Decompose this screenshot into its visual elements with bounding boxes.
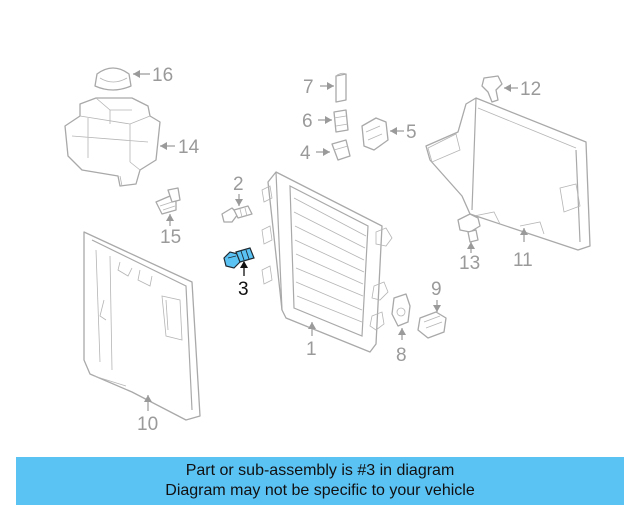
- callout-10: 10: [137, 395, 158, 435]
- callout-label-13: 13: [459, 253, 480, 274]
- callout-6: 6: [302, 111, 332, 132]
- callout-1: 1: [306, 322, 317, 360]
- callout-label-10: 10: [137, 414, 158, 435]
- callout-4: 4: [300, 143, 330, 164]
- callout-2: 2: [233, 174, 244, 206]
- part-2-bolt: [221, 205, 253, 223]
- callout-label-14: 14: [178, 137, 200, 158]
- callout-5: 5: [390, 122, 417, 143]
- part-9-mount: [417, 311, 447, 339]
- part-12-clip: [481, 75, 503, 103]
- part-5-mount-bracket: [361, 117, 389, 151]
- part-14-expansion-tank: [64, 97, 161, 187]
- callout-13: 13: [459, 242, 480, 274]
- part-7-pin: [335, 72, 347, 103]
- callout-11: 11: [513, 228, 533, 271]
- part-1-radiator: [261, 171, 393, 353]
- callout-8: 8: [396, 328, 407, 366]
- callout-12: 12: [504, 79, 541, 100]
- part-3-bolt-highlighted: [223, 247, 255, 269]
- callout-label-4: 4: [300, 143, 311, 164]
- info-banner: Part or sub-assembly is #3 in diagram Di…: [16, 457, 624, 505]
- callout-label-8: 8: [396, 345, 407, 366]
- callout-9: 9: [431, 279, 442, 312]
- callout-label-12: 12: [520, 79, 541, 100]
- part-4-grommet: [331, 139, 351, 161]
- callout-3: 3: [238, 261, 249, 300]
- callout-14: 14: [160, 137, 200, 158]
- callout-15: 15: [160, 214, 181, 248]
- callout-label-11: 11: [513, 250, 533, 271]
- banner-line-2: Diagram may not be specific to your vehi…: [165, 482, 475, 499]
- part-10-frame: [83, 231, 201, 421]
- part-13-screw: [457, 213, 481, 243]
- part-8-bushing: [391, 293, 411, 327]
- callout-label-15: 15: [160, 227, 181, 248]
- callout-label-9: 9: [431, 279, 442, 300]
- callout-label-2: 2: [233, 174, 244, 195]
- callout-label-1: 1: [306, 339, 317, 360]
- callout-label-7: 7: [303, 77, 314, 98]
- callout-label-16: 16: [152, 65, 173, 86]
- part-16-cap: [94, 67, 132, 91]
- callout-label-5: 5: [406, 122, 417, 143]
- callout-label-3: 3: [238, 279, 249, 300]
- callout-label-6: 6: [302, 111, 313, 132]
- callout-16: 16: [133, 65, 173, 86]
- callout-7: 7: [303, 77, 334, 98]
- part-11-shroud: [425, 97, 591, 251]
- banner-line-1: Part or sub-assembly is #3 in diagram: [185, 462, 455, 479]
- part-6-bracket: [333, 109, 349, 133]
- part-15-fitting: [155, 187, 181, 215]
- parts-diagram: 16 14 15 10: [64, 65, 591, 435]
